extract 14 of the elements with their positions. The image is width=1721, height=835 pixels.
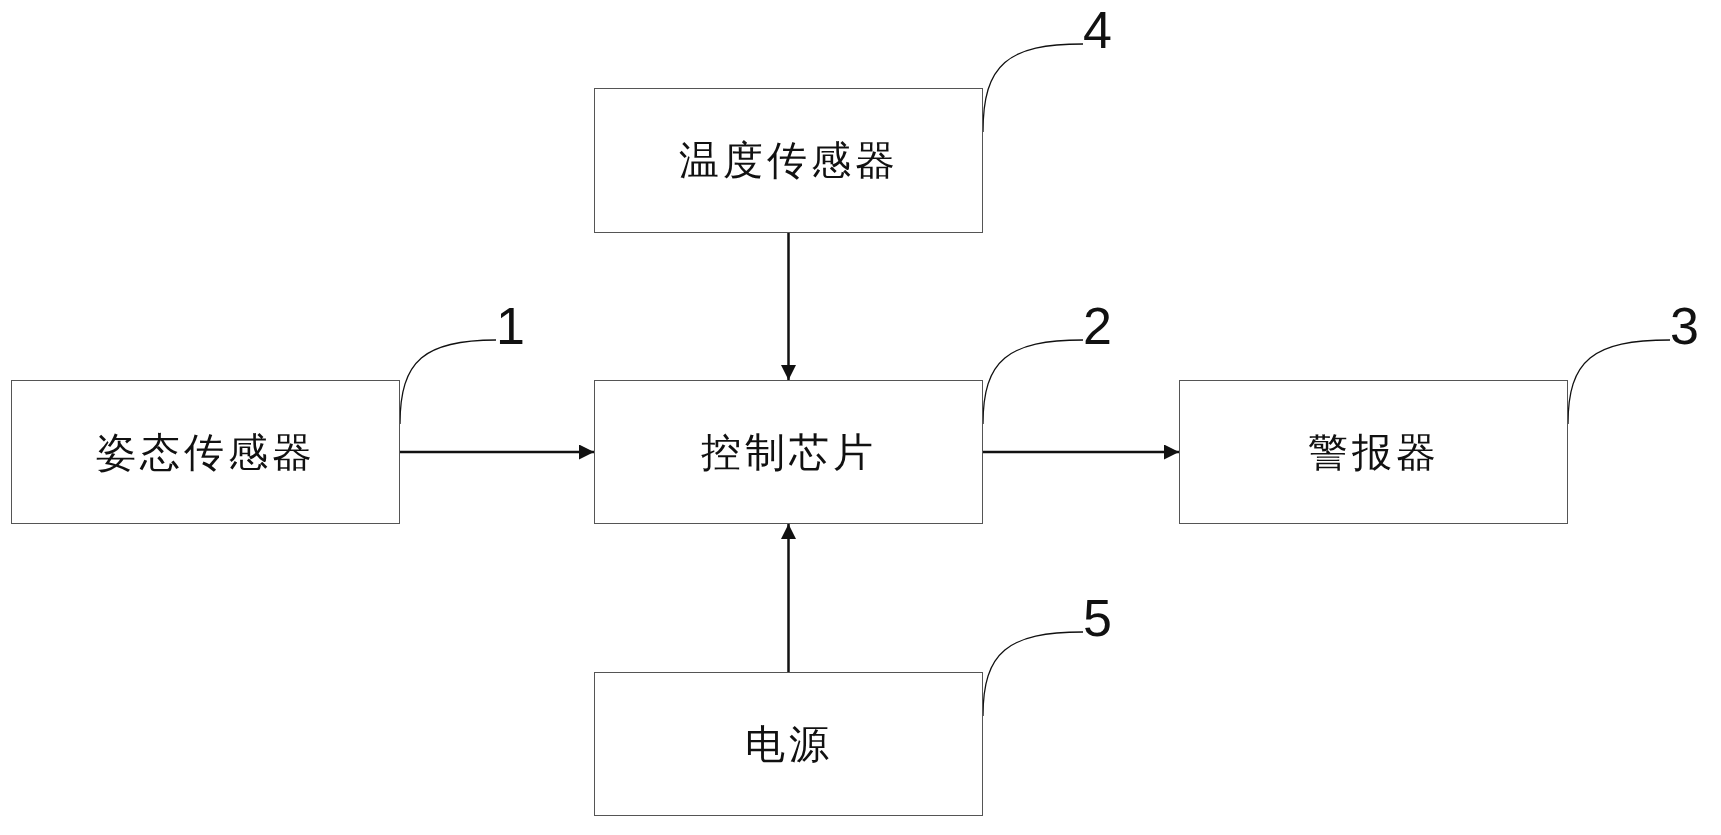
process-box: 姿态传感器 — [11, 380, 400, 524]
arrow — [983, 444, 1179, 460]
arrow — [400, 444, 594, 460]
callout-number: 4 — [1083, 4, 1113, 56]
process-box: 电源 — [594, 672, 983, 816]
process-box: 控制芯片 — [594, 380, 983, 524]
callout-number: 5 — [1083, 592, 1113, 644]
callout-number: 1 — [496, 300, 526, 352]
callout-number: 3 — [1670, 300, 1700, 352]
process-box: 警报器 — [1179, 380, 1568, 524]
arrow — [781, 524, 796, 672]
process-box: 温度传感器 — [594, 88, 983, 233]
arrow — [781, 233, 796, 380]
callout-number: 2 — [1083, 300, 1113, 352]
